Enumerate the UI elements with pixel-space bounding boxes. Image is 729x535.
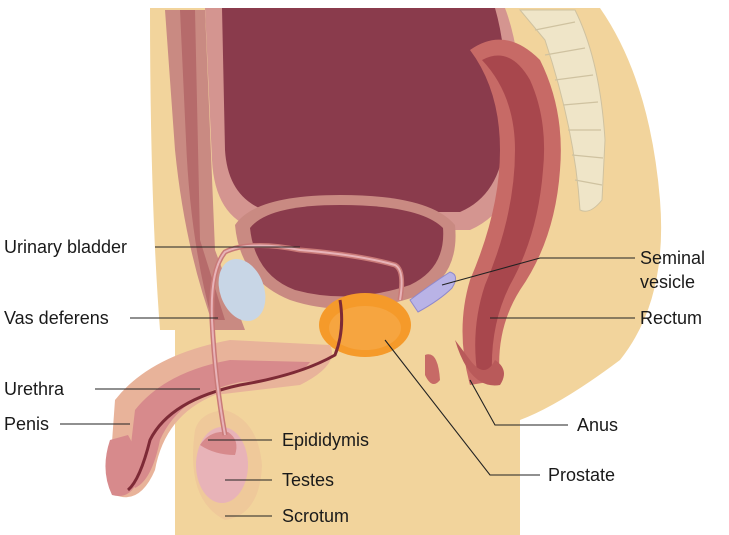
anal-sphincter (425, 354, 440, 384)
rectum-inner (475, 55, 545, 378)
anus-shape (455, 340, 504, 386)
label-penis: Penis (4, 414, 50, 434)
label-prostate: Prostate (548, 465, 616, 485)
penis-outer (110, 340, 332, 498)
label-urethra: Urethra (4, 379, 65, 399)
label-vas-deferens: Vas deferens (4, 308, 109, 328)
leader-seminal-vesicle (441, 257, 635, 286)
abdominal-wall-inner (180, 10, 225, 320)
label-rectum: Rectum (640, 308, 703, 328)
prostate-inner (329, 306, 401, 350)
label-seminal-line1: Seminal (640, 248, 706, 268)
urethra-tube (126, 299, 344, 492)
seminal-vesicle-shape (409, 271, 456, 313)
label-anus: Anus (577, 415, 619, 435)
intestine-mass (222, 8, 507, 212)
label-epididymis: Epididymis (282, 430, 370, 450)
penis-corpus (128, 360, 310, 488)
bladder-inner (250, 205, 444, 297)
label-testes: Testes (282, 470, 335, 490)
epididymis-shape (200, 431, 237, 455)
pubic-bone (218, 259, 266, 321)
label-urinary-bladder: Urinary bladder (4, 237, 128, 257)
leader-prostate (384, 339, 540, 476)
leader-anus (469, 379, 568, 426)
label-scrotum: Scrotum (282, 506, 350, 526)
penis-glans (105, 435, 139, 496)
label-seminal-line2: vesicle (640, 272, 696, 292)
